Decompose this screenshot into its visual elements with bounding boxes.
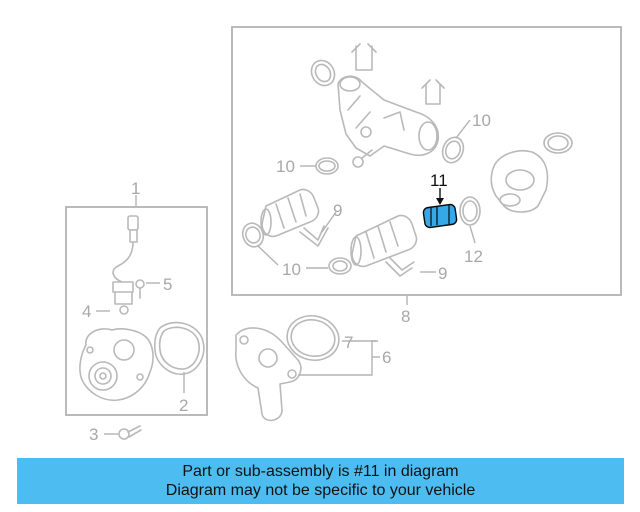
callout-5: 5 [163,275,172,294]
housing-part-6[interactable] [234,327,302,422]
banner-line-disclaimer: Diagram may not be specific to your vehi… [165,482,476,499]
banner-line-part: Part or sub-assembly is #11 in diagram [182,463,459,480]
oring-part-10-left[interactable] [239,220,266,249]
oring-top-left[interactable] [307,56,339,90]
clip-part-9-upper[interactable] [299,225,329,247]
callout-11: 11 [430,171,448,190]
sensor-part-4[interactable] [112,215,139,315]
connector-part-11[interactable] [422,203,458,229]
callout-2: 2 [179,396,188,415]
clip-part-9-lower[interactable] [385,257,415,277]
callout-1: 1 [131,179,140,198]
info-banner: Part or sub-assembly is #11 in diagram D… [17,458,624,504]
parts-diagram: 1 2 3 4 5 6 7 8 9 9 10 10 10 11 12 [65,26,622,444]
small-screw[interactable] [352,149,373,168]
elbow-pipe-right[interactable] [490,150,549,213]
oring-part-10-mid[interactable] [315,157,339,175]
bolt-part-3[interactable] [118,425,142,440]
oring-part-10-top[interactable] [439,134,467,165]
callout-4: 4 [82,302,91,321]
callout-3: 3 [89,425,98,444]
callout-8: 8 [401,307,410,326]
gasket-part-2[interactable] [153,321,205,375]
oring-far-right[interactable] [543,132,573,154]
callout-7: 7 [344,333,353,352]
clip-top[interactable] [351,43,377,71]
callout-12: 12 [464,247,483,266]
oring-part-12[interactable] [459,196,481,226]
callout-10-upper: 10 [472,111,491,130]
bolt-part-5[interactable] [135,279,145,299]
hose-lower-middle[interactable] [350,214,418,268]
leader-lines [96,119,476,435]
callout-9-lower: 9 [438,264,447,283]
callout-10-lower: 10 [282,260,301,279]
coolant-flange-main[interactable] [337,75,440,157]
gasket-part-7[interactable] [283,311,343,365]
callout-6: 6 [382,348,391,367]
callout-9-upper: 9 [333,201,342,220]
water-pump-part-1[interactable] [79,328,154,402]
assembly-box-8 [231,26,622,296]
oring-part-10-bottom[interactable] [328,257,352,275]
callout-10-middle: 10 [276,157,295,176]
clip-right[interactable] [421,79,445,105]
hose-upper-left[interactable] [260,188,320,238]
